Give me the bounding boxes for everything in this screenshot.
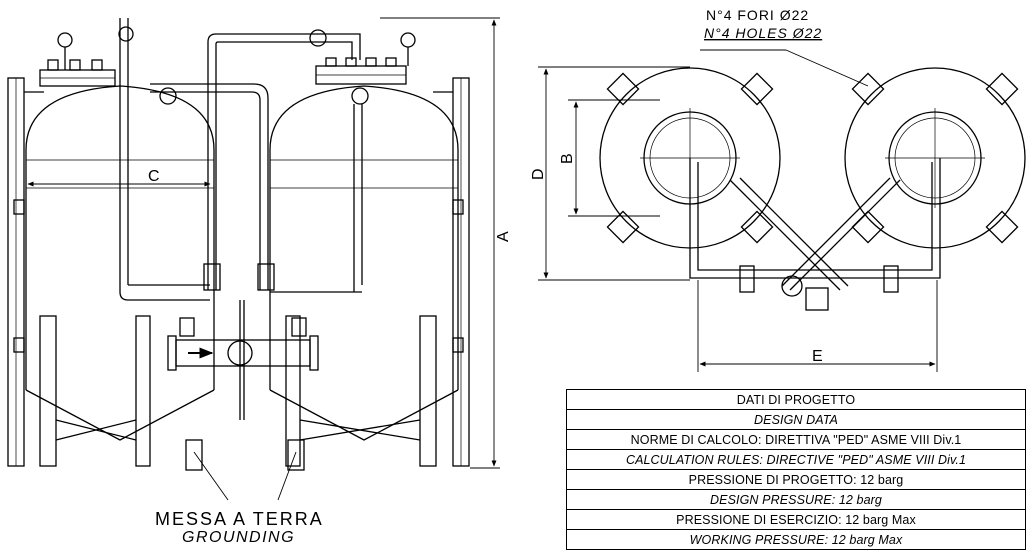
dimension-a-line bbox=[380, 17, 500, 469]
design-table-row: WORKING PRESSURE: 12 barg Max bbox=[566, 529, 1026, 550]
dimension-d-label: D bbox=[530, 168, 547, 180]
dimension-c-label: C bbox=[148, 168, 160, 185]
dimension-e-line bbox=[697, 280, 938, 372]
dimension-a-label: A bbox=[495, 231, 512, 242]
plan-view bbox=[538, 49, 1026, 372]
dimension-e-label: E bbox=[812, 348, 823, 365]
grounding-leaders bbox=[193, 451, 297, 501]
holes-note-it: N°4 FORI Ø22 bbox=[706, 7, 809, 23]
grounding-note-en: GROUNDING bbox=[182, 529, 295, 544]
support-legs bbox=[39, 315, 437, 471]
top-crossover-pipe bbox=[150, 29, 361, 290]
design-table-row: NORME DI CALCOLO: DIRETTIVA "PED" ASME V… bbox=[566, 429, 1026, 450]
dimension-d-line bbox=[538, 66, 690, 281]
grounding-note-it: MESSA A TERRA bbox=[155, 509, 324, 529]
plan-manifold bbox=[689, 158, 941, 311]
holes-note-en: N°4 HOLES Ø22 bbox=[704, 25, 822, 41]
holes-leader bbox=[700, 49, 869, 87]
right-vessel bbox=[269, 32, 459, 441]
plan-right-vessel bbox=[844, 67, 1026, 249]
design-table-row: CALCULATION RULES: DIRECTIVE "PED" ASME … bbox=[566, 449, 1026, 470]
dimension-b-line bbox=[568, 99, 660, 217]
design-table-row: DESIGN DATA bbox=[566, 409, 1026, 430]
design-table-row: PRESSIONE DI ESERCIZIO: 12 barg Max bbox=[566, 509, 1026, 530]
left-vessel bbox=[25, 18, 215, 441]
central-manifold bbox=[167, 263, 319, 420]
support-frame bbox=[7, 77, 470, 467]
design-table-row: PRESSIONE DI PROGETTO: 12 barg bbox=[566, 469, 1026, 490]
design-table-row: DATI DI PROGETTO bbox=[566, 389, 1026, 410]
dimension-b-label: B bbox=[559, 153, 576, 164]
design-table-row: DESIGN PRESSURE: 12 barg bbox=[566, 489, 1026, 510]
design-data-table: DATI DI PROGETTO DESIGN DATA NORME DI CA… bbox=[566, 389, 1026, 550]
front-elevation-view bbox=[7, 17, 500, 501]
